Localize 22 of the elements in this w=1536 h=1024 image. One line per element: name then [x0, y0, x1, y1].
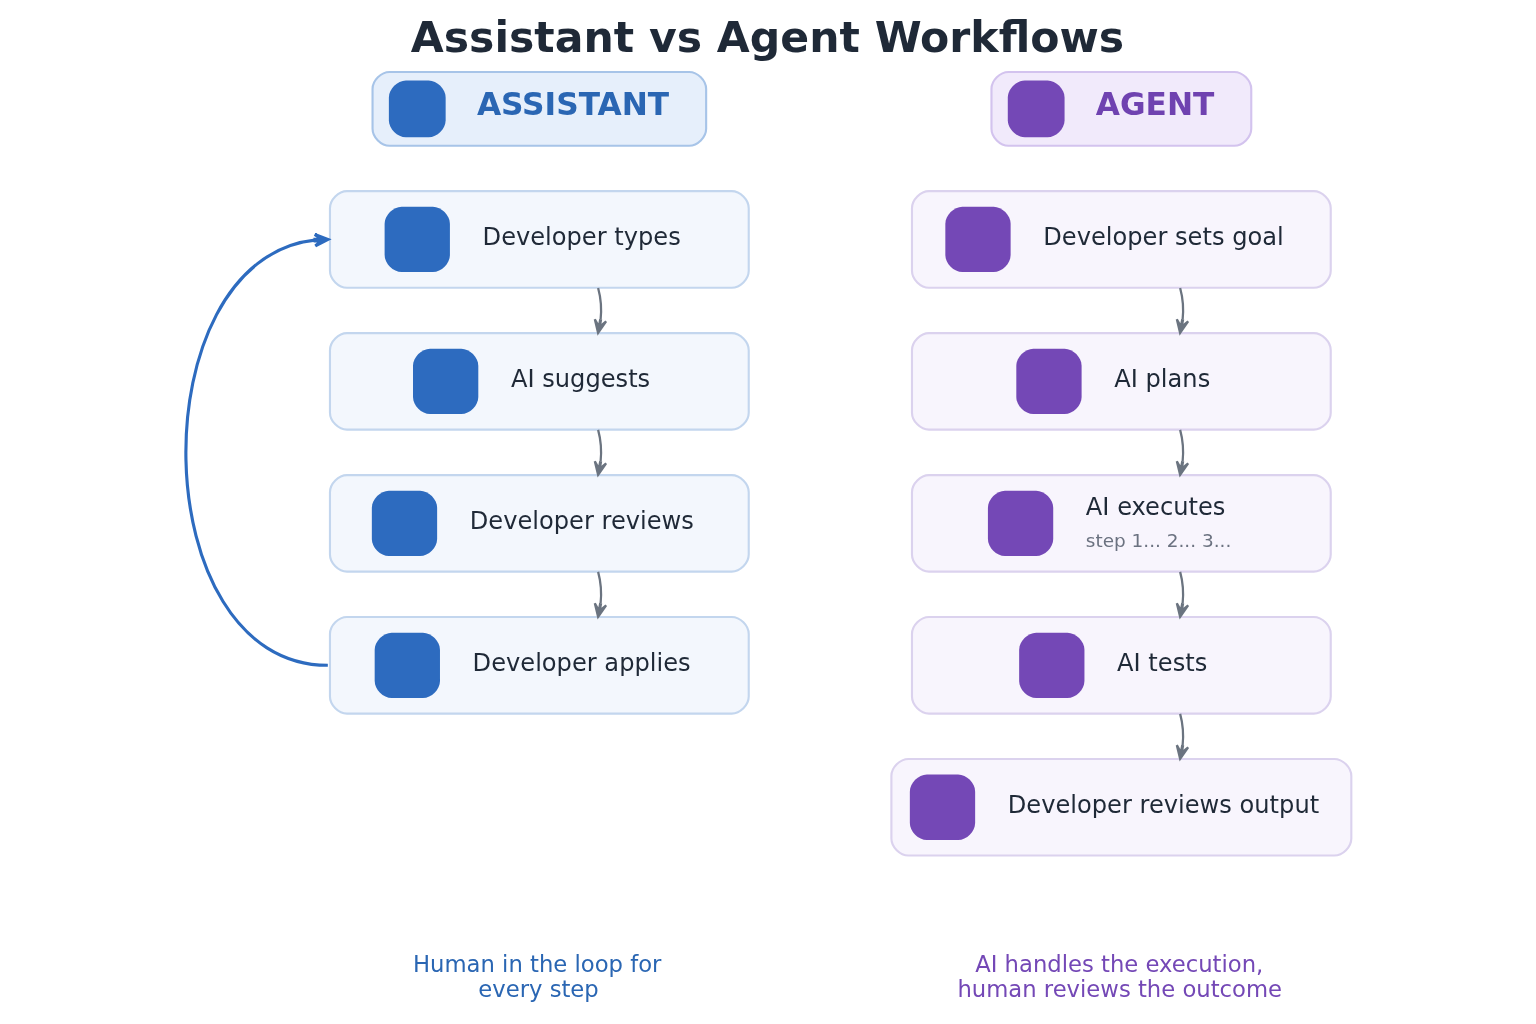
arrow	[184, 232, 329, 667]
arrow	[1175, 429, 1189, 477]
arrow	[1175, 571, 1189, 618]
node-box: Developer reviews	[328, 474, 750, 573]
arrow	[593, 429, 607, 477]
node-box: AI executes step 1... 2... 3...	[910, 474, 1332, 573]
node-box: Developer sets goal	[910, 190, 1332, 289]
node-box: ASSISTANT	[371, 70, 707, 147]
node-box: Developer types	[328, 190, 750, 289]
label: Human in the loop for every step	[412, 950, 661, 1003]
node-box: AGENT	[989, 70, 1252, 147]
arrow	[1175, 287, 1189, 335]
node-box: AI plans	[910, 332, 1332, 431]
node-box: AI tests	[910, 616, 1332, 715]
arrow	[593, 287, 607, 335]
arrow	[1175, 713, 1189, 760]
node-box: Developer applies	[328, 616, 750, 715]
node-box: AI suggests	[328, 332, 750, 431]
arrow	[593, 571, 607, 618]
node-box: Developer reviews output	[889, 757, 1352, 857]
label: AI handles the execution, human reviews the outcome	[956, 950, 1282, 1003]
diagram-title: Assistant vs Agent Workflows	[410, 12, 1124, 63]
